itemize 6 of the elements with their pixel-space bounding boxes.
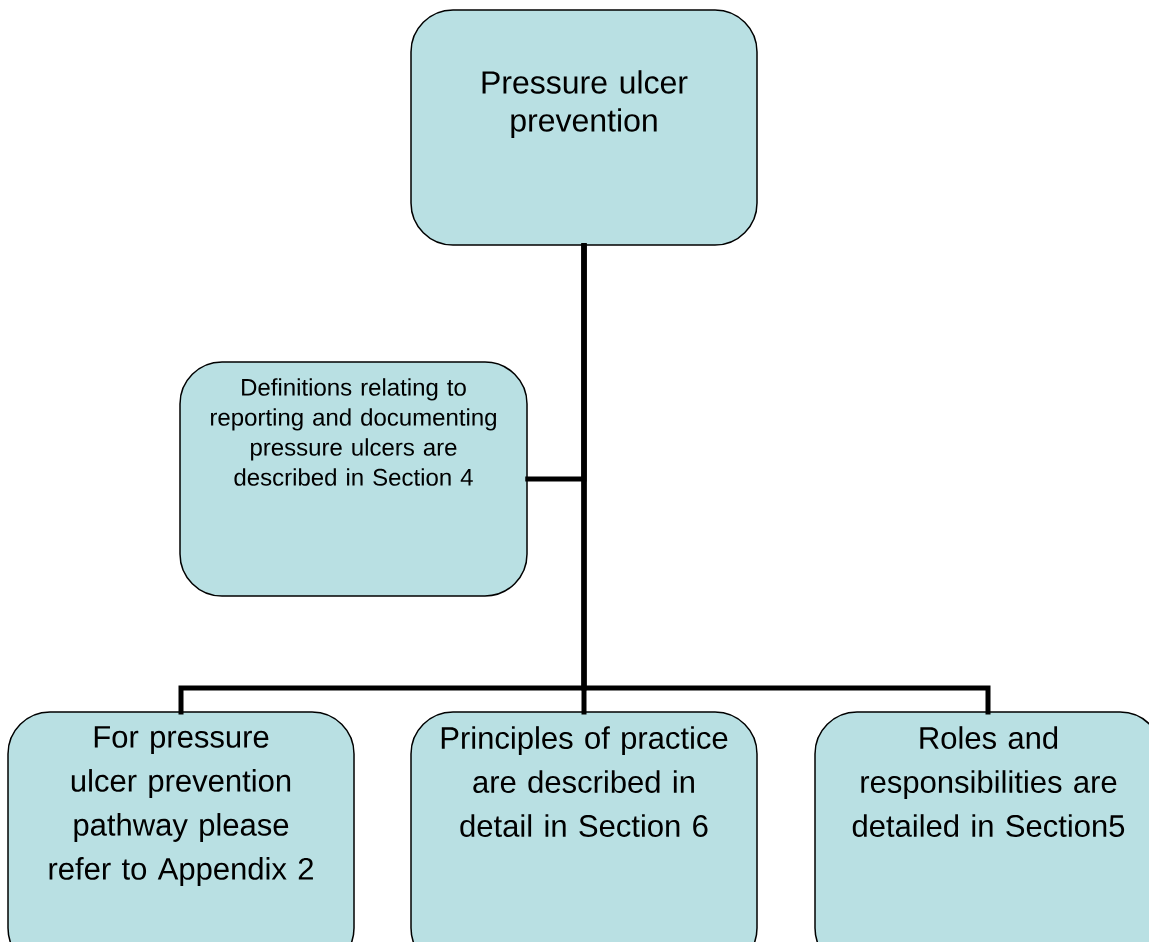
rounded-box: Roles and responsibilities are detailed in Section5 bbox=[814, 711, 1149, 942]
rounded-box: Principles of practice are described in detail in Section 6 bbox=[410, 711, 758, 942]
rounded-box: For pressure ulcer prevention pathway please refer to Appendix 2 bbox=[7, 711, 355, 942]
connector-line bbox=[581, 243, 991, 715]
rounded-box: Definitions relating to reporting and documenting pressure ulcers are described in Section 4 bbox=[179, 361, 528, 597]
rounded-box: Pressure ulcer prevention bbox=[410, 9, 758, 246]
